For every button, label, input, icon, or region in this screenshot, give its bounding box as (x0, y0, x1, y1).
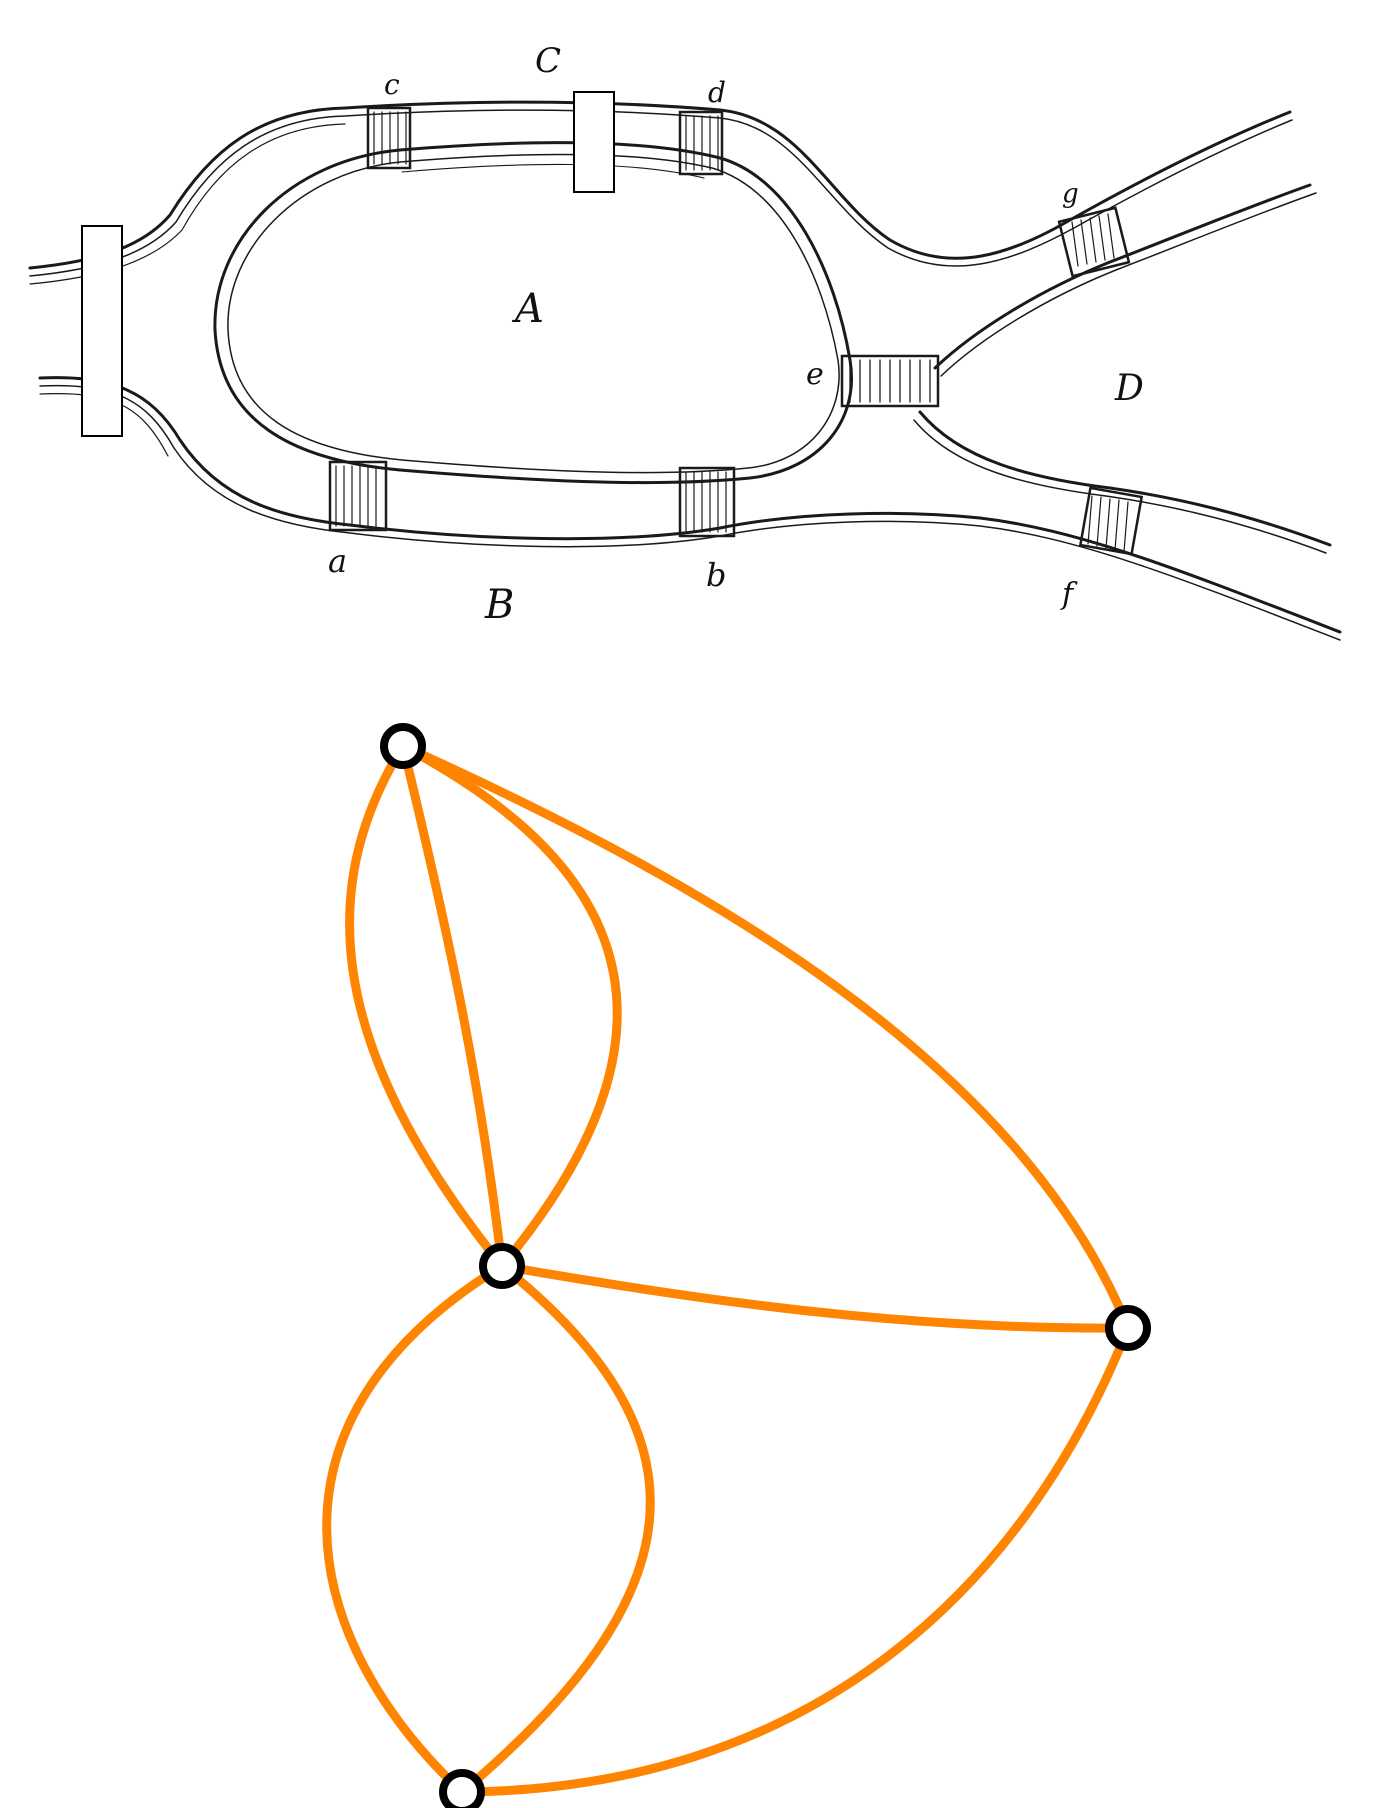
graph-node-center (479, 1243, 525, 1289)
bridge-label-a: a (328, 542, 347, 580)
cover-rect-top (573, 91, 615, 193)
bridge-label-b: b (706, 556, 726, 594)
bridge-g (1057, 206, 1131, 278)
bridge-f (1078, 486, 1144, 556)
graph-edge-top-center-straight (398, 741, 507, 1271)
bridge-label-d: d (708, 76, 726, 109)
graph-node-bottom (439, 1769, 485, 1808)
upper-bank (28, 100, 1293, 285)
graph-edge-top-center-left-arc (345, 741, 507, 1271)
graph-node-right (1105, 1305, 1151, 1351)
cover-rect-left (81, 225, 123, 437)
konigsberg-map: C A B D c d a b e g f (28, 41, 1342, 641)
bridge-d (678, 110, 724, 176)
graph-edge-top-center-right-arc (398, 741, 622, 1271)
region-label-b: B (484, 582, 514, 628)
bridge-graph (322, 723, 1151, 1808)
bridge-label-e: e (806, 357, 824, 392)
graph-edge-right-bottom (457, 1323, 1133, 1797)
region-label-a: A (511, 286, 544, 332)
graph-edge-center-bottom-left-arc (322, 1261, 507, 1797)
bridge-label-g: g (1062, 179, 1079, 209)
bridge-label-f: f (1060, 577, 1078, 612)
bridge-e (840, 354, 940, 408)
bridge-label-c: c (384, 68, 400, 101)
bridge-c (366, 106, 412, 170)
region-label-d: D (1114, 368, 1144, 409)
bridge-b (678, 466, 736, 538)
lower-bank (38, 376, 1342, 641)
graph-edge-center-right (497, 1261, 1133, 1333)
region-label-c: C (535, 41, 561, 81)
graph-edge-top-right (398, 741, 1133, 1333)
bridge-a (328, 460, 388, 532)
landmass-d (913, 183, 1332, 554)
graph-node-top (380, 723, 426, 769)
graph-edge-center-bottom-right-arc (457, 1261, 655, 1797)
